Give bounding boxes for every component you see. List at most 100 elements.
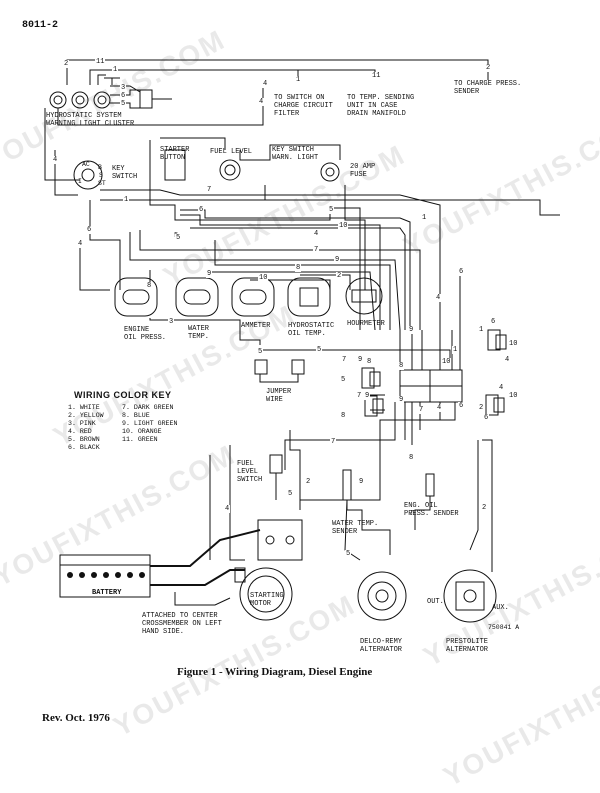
starter-solenoid [257,519,303,561]
wire-number: 5 [345,550,352,558]
wire-number: 6 [86,226,93,234]
wire-number: 9 [357,356,364,364]
fuel-level-gauge [219,159,241,181]
wire-number: 4 [436,404,443,412]
attached-label: ATTACHED TO CENTER CROSSMEMBER ON LEFT H… [142,612,222,636]
wire-number: 6 [483,414,490,422]
hydro-oil-temp-gauge [287,277,331,317]
battery [59,554,151,598]
wire-number: 7 [418,406,425,414]
wire-number: 4 [504,356,511,364]
fuse-label: 20 AMP FUSE [350,163,376,179]
wire-number: 6 [120,92,127,100]
wire-number: 7 [341,356,348,364]
plug-connector [485,394,499,416]
switch-charge-label: TO SWITCH ON CHARGE CIRCUIT FILTER [274,94,333,118]
wire-number: 1 [123,196,130,204]
wire-number: 2 [478,404,485,412]
wire-number: 5 [287,490,294,498]
plug-connector [361,367,375,389]
wire-number: 9 [206,270,213,278]
fuel-level-label: FUEL LEVEL [210,148,253,156]
oil-press-sender [425,473,435,497]
water-temp-gauge [175,277,219,317]
color-key-title: WIRING COLOR KEY [74,390,172,400]
wire-number: 4 [435,294,442,302]
revision-date: Rev. Oct. 1976 [42,712,110,724]
starting-motor-label: STARTING MOTOR [250,592,284,608]
wire-number: 11 [371,72,382,80]
wire-number: 9 [408,326,415,334]
wire-number: 10 [508,392,519,400]
color-key-item: 8. BLUE [122,412,150,419]
ammeter-gauge [231,277,275,317]
eng-oil-sender-label: ENG. OIL PRESS. SENDER [404,502,459,518]
wire-number: 2 [481,504,488,512]
jumper-wire-connector [254,359,268,375]
key-switch-warn-label: KEY SWITCH WARN. LIGHT [272,146,319,162]
color-key-item: 10. ORANGE [122,428,162,435]
wire-number: 3 [168,318,175,326]
wire-number: 6 [490,318,497,326]
ref-label: 750841 A [488,624,520,631]
starter-button-box [164,149,186,181]
prestolite-alternator [443,569,497,623]
key-pos-b: B [98,164,102,171]
wire-number: 4 [258,98,265,106]
plug-connector [487,329,501,351]
wire-number: 1 [452,346,459,354]
wire-number: 5 [257,348,264,356]
page-number: 8011-2 [22,20,59,31]
wire-number: 5 [120,100,127,108]
charge-press-label: TO CHARGE PRESS. SENDER [454,80,522,96]
cluster-lamp [49,91,67,109]
fuel-level-switch-label: FUEL LEVEL SWITCH [237,460,263,484]
wire-number: 5 [328,206,335,214]
delco-label: DELCO-REMY ALTERNATOR [360,638,403,654]
wire-number: 5 [175,234,182,242]
wire-number: 7 [206,186,213,194]
water-temp-sender-label: WATER TEMP. SENDER [332,520,379,536]
starting-motor [239,567,293,621]
wire-number: 9 [364,392,371,400]
water-temp-sender [342,469,352,501]
wire-number: 10 [258,274,269,282]
wire-number: 1 [421,214,428,222]
wire-number: 8 [295,264,302,272]
wire-number: 9 [334,256,341,264]
water-temp-label: WATER TEMP. [188,325,210,341]
wire-number: 2 [305,478,312,486]
wire-number: 10 [338,222,349,230]
wire-number: 10 [441,358,452,366]
key-pos-ac: AC [82,161,90,168]
wire-number: 10 [508,340,519,348]
aux-label: AUX. [492,604,509,612]
cluster-label: HYDROSTATIC SYSTEM WARNING LIGHT CLUSTER [46,112,135,128]
wire-number: 8 [408,454,415,462]
wire-number: 4 [77,240,84,248]
color-key-item: 4. RED [68,428,92,435]
wire-number: 5 [316,346,323,354]
wire-number: 8 [366,358,373,366]
color-key-item: 1. WHITE [68,404,100,411]
warn-light [320,162,340,182]
cluster-lamp [71,91,89,109]
wire-number: 7 [356,392,363,400]
wire-number: 2 [63,60,70,68]
key-switch-label: KEY SWITCH [112,165,138,181]
out-label: OUT. [427,598,444,606]
ammeter-label: AMMETER [241,322,271,330]
wire-number: 1 [112,66,119,74]
wire-number: 6 [458,268,465,276]
hourmeter-gauge [345,277,383,315]
wire-number: 8 [398,362,405,370]
wire-number: 4 [224,505,231,513]
key-pos-s: S [99,172,103,179]
key-pos-st: ST [98,180,106,187]
wire-number: 6 [458,402,465,410]
color-key-right: 7. DARK GREEN 8. BLUE 9. LIGHT GREEN 10.… [122,404,177,444]
wire-number: 7 [408,510,415,518]
wire-2 [66,59,489,85]
wire-number: 4 [262,80,269,88]
color-key-item: 2. YELLOW [68,412,104,419]
